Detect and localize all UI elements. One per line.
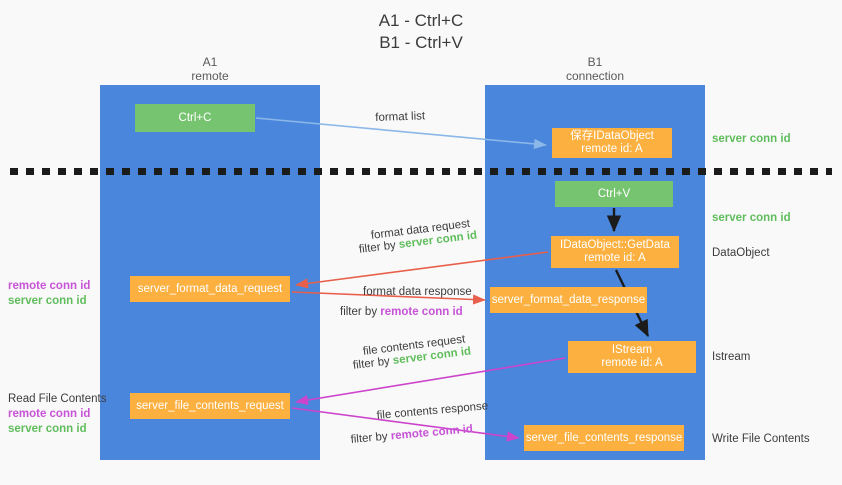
edge-label-format-data-response-filter: filter by remote conn id [340, 304, 463, 320]
left-label-read-file-contents: Read File Contents [8, 393, 107, 405]
left-label-remote-conn-id-1: remote conn id [8, 280, 91, 292]
edge-label-fcreq-filter-prefix: filter by [352, 355, 394, 372]
side-label-server-conn-id-middle: server conn id [712, 212, 791, 224]
edge-label-fcresp-filter-prefix: filter by [350, 430, 392, 446]
edge-label-file-contents-response-line1: file contents response [376, 398, 489, 424]
side-label-server-conn-id-top: server conn id [712, 133, 791, 145]
edge-label-format-data-response-line1: format data response [363, 284, 472, 300]
node-server-format-data-response[interactable]: server_format_data_response [490, 287, 647, 313]
node-ctrl-c[interactable]: Ctrl+C [135, 104, 255, 132]
side-label-istream: Istream [712, 351, 751, 363]
dashed-divider [10, 168, 832, 175]
edge-label-fcresp-filter-key: remote conn id [390, 423, 474, 443]
left-label-group-file-contents: Read File Contents remote conn id server… [8, 392, 106, 437]
edge-label-fcresp-text: file contents response [376, 400, 489, 422]
edge-label-fdresp-filter-prefix: filter by [340, 306, 381, 318]
side-label-write-file-contents: Write File Contents [712, 433, 810, 445]
node-server-file-contents-response[interactable]: server_file_contents_response [524, 425, 684, 451]
node-server-file-contents-request[interactable]: server_file_contents_request [130, 393, 290, 419]
edge-label-file-contents-response-filter: filter by remote conn id [350, 421, 474, 448]
edge-label-fdresp-filter-key: remote conn id [380, 306, 463, 318]
side-label-dataobject: DataObject [712, 247, 770, 259]
edge-label-fdresp-text: format data response [363, 286, 472, 298]
column-header-b1: B1 connection [565, 55, 625, 83]
node-server-format-data-request[interactable]: server_format_data_request [130, 276, 290, 302]
node-istream[interactable]: IStream remote id: A [568, 341, 696, 373]
left-label-group-format: remote conn id server conn id [8, 279, 90, 309]
node-idataobject-getdata[interactable]: IDataObject::GetData remote id: A [551, 236, 679, 268]
node-idataobject[interactable]: 保存IDataObject remote id: A [552, 128, 672, 158]
edge-label-format-list-text: format list [375, 110, 426, 124]
edge-label-fdreq-filter-prefix: filter by [358, 239, 400, 256]
edge-label-format-list: format list [375, 108, 425, 126]
page-title: A1 - Ctrl+C B1 - Ctrl+V [378, 11, 464, 52]
left-label-server-conn-id-2: server conn id [8, 423, 87, 435]
left-label-server-conn-id-1: server conn id [8, 295, 87, 307]
left-label-remote-conn-id-2: remote conn id [8, 408, 91, 420]
node-ctrl-v[interactable]: Ctrl+V [555, 181, 673, 207]
column-header-a1: A1 remote [191, 55, 229, 83]
